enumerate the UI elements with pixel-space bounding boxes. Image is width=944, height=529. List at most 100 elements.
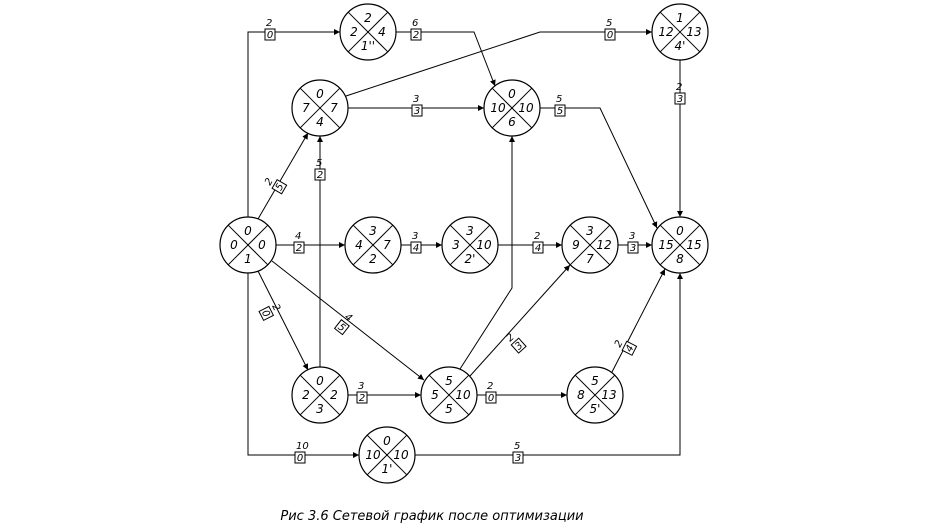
node-divider — [347, 11, 389, 53]
edge-arrow — [396, 31, 496, 87]
edge-label: 24 — [532, 231, 544, 254]
edge-arrow — [611, 268, 666, 373]
edge-arrow — [257, 270, 309, 371]
edge-arrow — [459, 136, 515, 370]
node-reserve-value: 0 — [316, 374, 324, 388]
edge-reserve-box — [485, 391, 497, 404]
edge-label: 100 — [294, 441, 309, 464]
edge-label: 23 — [505, 332, 527, 354]
event-node: 34 72 — [344, 216, 402, 274]
node-late-time: 13 — [601, 388, 616, 402]
edge-duration: 2 — [263, 176, 276, 187]
node-divider — [352, 224, 394, 266]
node-event-number: 1'' — [361, 39, 375, 53]
edge-reserve: 0 — [267, 30, 273, 41]
node-event-number: 4' — [675, 39, 686, 53]
edge-duration: 2 — [534, 231, 540, 242]
edge-duration: 5 — [556, 94, 562, 105]
node-event-number: 1 — [244, 252, 252, 266]
node-reserve-value: 1 — [676, 11, 684, 25]
edge-reserve: 0 — [297, 453, 303, 464]
edge-arrow — [415, 273, 683, 456]
node-late-time: 0 — [258, 238, 266, 252]
node-event-number: 3 — [316, 402, 324, 416]
edge-label: 25 — [263, 176, 288, 195]
node-divider — [569, 224, 611, 266]
edge-duration: 10 — [296, 441, 309, 452]
node-reserve-value: 3 — [586, 224, 594, 238]
node-divider — [227, 224, 269, 266]
node-divider — [659, 224, 701, 266]
edge-duration: 3 — [358, 381, 364, 392]
edge-duration: 4 — [295, 231, 301, 242]
edge-label: 20 — [485, 381, 497, 404]
edge-label: 33 — [411, 94, 423, 117]
edge-label: 33 — [627, 231, 639, 254]
node-reserve-value: 0 — [508, 87, 516, 101]
edge-reserve-box — [333, 319, 350, 336]
figure-caption: Рис 3.6 Сетевой график после оптимизации — [280, 509, 584, 524]
edge-arrow — [469, 264, 571, 377]
node-late-time: 7 — [383, 238, 391, 252]
edge-reserve: 0 — [607, 30, 613, 41]
edge-reserve-box — [271, 179, 288, 195]
edge-label: 20 — [264, 18, 276, 41]
edge-label: 34 — [410, 231, 422, 254]
node-early-time: 3 — [452, 238, 460, 252]
edge-reserve: 2 — [296, 243, 302, 254]
edge-reserve: 3 — [630, 243, 636, 254]
edge-arrow — [540, 107, 658, 229]
node-late-time: 2 — [330, 388, 338, 402]
edge-reserve: 5 — [557, 106, 563, 117]
node-divider — [491, 87, 533, 129]
node-divider — [299, 374, 341, 416]
edge-reserve-box — [510, 337, 527, 354]
node-divider — [659, 11, 701, 53]
node-event-number: 8 — [676, 252, 684, 266]
edge-reserve-box — [604, 28, 616, 41]
edge-duration: 2 — [266, 18, 272, 29]
edge-label: 20 — [258, 302, 282, 322]
edge-reserve-box — [627, 241, 639, 254]
node-event-number: 5' — [590, 402, 601, 416]
node-reserve-value: 2 — [364, 11, 372, 25]
edge-reserve-box — [314, 168, 326, 181]
node-early-time: 5 — [431, 388, 439, 402]
edge-label: 55 — [554, 94, 566, 117]
node-reserve-value: 3 — [369, 224, 377, 238]
edge-reserve: 2 — [413, 30, 419, 41]
node-late-time: 10 — [518, 101, 534, 115]
node-reserve-value: 0 — [676, 224, 684, 238]
edge-arrow — [247, 29, 340, 217]
node-late-time: 10 — [393, 448, 409, 462]
edge-reserve-box — [410, 241, 422, 254]
edge-duration: 5 — [606, 18, 612, 29]
edge-reserve: 4 — [413, 243, 419, 254]
node-late-time: 10 — [476, 238, 492, 252]
edge-label: 62 — [410, 18, 422, 41]
node-reserve-value: 0 — [383, 434, 391, 448]
edge-duration: 6 — [412, 18, 418, 29]
edge-arrow — [257, 132, 309, 220]
node-reserve-value: 3 — [466, 224, 474, 238]
edge-reserve-box — [554, 104, 566, 117]
node-event-number: 2' — [465, 252, 476, 266]
node-reserve-value: 0 — [244, 224, 252, 238]
edge-reserve: 3 — [414, 106, 420, 117]
node-event-number: 2 — [369, 252, 377, 266]
edge-reserve-box — [410, 28, 422, 41]
node-divider — [574, 374, 616, 416]
edge-label: 24 — [613, 339, 638, 356]
edge-label: 45 — [333, 312, 354, 336]
node-early-time: 4 — [355, 238, 363, 252]
node-early-time: 2 — [302, 388, 310, 402]
edge-arrow — [271, 260, 425, 381]
